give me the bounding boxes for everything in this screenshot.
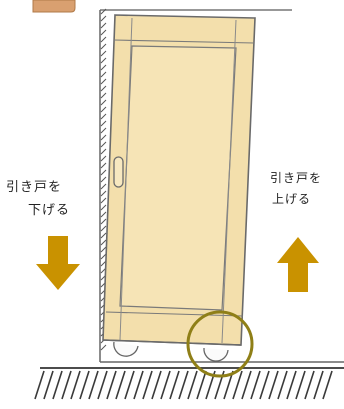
corner-tab (32, 0, 76, 13)
floor-hatching (34, 370, 333, 400)
left-jamb (99, 8, 107, 362)
lower-door-label-line2: 下げる (28, 203, 71, 218)
lower-door-label-line1: 引き戸を (6, 180, 63, 195)
arrow-up-icon (277, 237, 319, 292)
sliding-door (102, 14, 256, 346)
door-handle (113, 156, 124, 188)
raise-door-label-line1: 引き戸を (270, 171, 323, 185)
arrow-down-icon (36, 236, 80, 290)
door-rollers (113, 341, 229, 362)
raise-door-label-line2: 上げる (272, 192, 312, 206)
highlight-circle-icon (186, 310, 254, 378)
